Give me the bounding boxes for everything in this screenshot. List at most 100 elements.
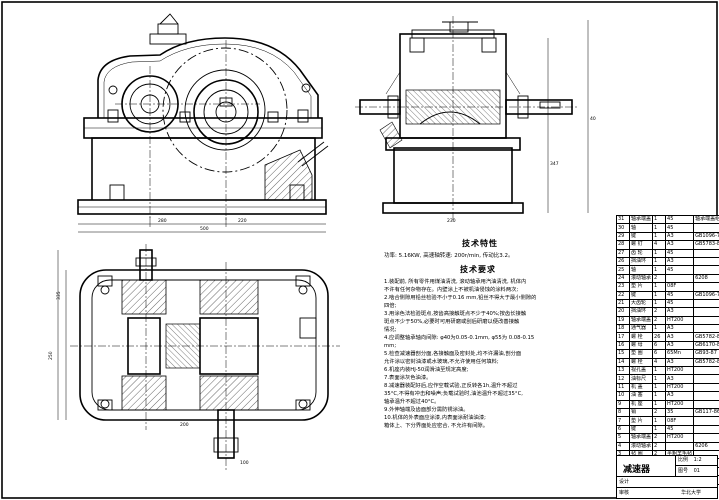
front-view [77,13,329,233]
parts-list-cell [693,324,719,334]
parts-list-cell: 65Mn [665,349,695,359]
sheet-label: 图号 [678,468,689,474]
parts-list-cell: 29 [615,231,631,242]
parts-list-cell: 24 [615,273,631,284]
parts-list-cell: 45 [665,248,695,258]
dim-side-height: 347 [550,161,559,167]
parts-list-cell: 大齿轮 [629,298,654,309]
parts-list-cell: 26 [652,332,667,342]
parts-list-cell: A3 [665,324,695,334]
dim-front-left: 280 [158,218,167,224]
dim-top-b: 250 [48,351,54,360]
requirements-list: 1.装配前, 所有零件用煤油清洗, 滚动轴承用汽油清洗, 机体内不许有任何杂物存… [384,278,596,430]
requirement-line: 8.减速器装配好后,应作空载试验,正反转各1h,温升不超过 [384,383,518,389]
parts-list-cell: 45 [665,424,695,435]
parts-list-cell: 油 塞 [629,391,654,401]
parts-list-cell: A3 [665,256,695,267]
parts-list-cell: 1 [652,416,667,426]
parts-list-cell: 45 [665,214,695,225]
parts-list-cell [693,256,719,267]
requirement-line: 不许有任何杂物存在。内壁涂上不被机油侵蚀的涂料两次; [384,287,519,293]
parts-list-cell: 08F [665,416,695,426]
requirement-line: 情况; [384,327,397,333]
parts-list-cell: 15 [615,349,631,359]
requirement-line: 5.检查减速器剖分面,各接触面及密封处,均不许漏油,剖分面 [384,351,522,357]
parts-list-cell [693,307,719,317]
parts-list-cell [693,433,719,443]
dim-side-width: 230 [447,218,456,224]
parts-list-cell: 08F [665,282,695,292]
parts-list-cell [693,265,719,275]
parts-list-cell [665,273,695,284]
parts-list-cell: 轴 [629,265,654,275]
parts-list-cell: 2 [652,273,667,284]
parts-list-cell: 1 [652,282,667,292]
parts-list-cell: 16 [615,340,631,351]
parts-list-cell: 滚动轴承 [629,441,654,451]
parts-list-row: 31轴承端盖145轴承端盖组件 [615,214,719,225]
parts-list-cell [665,441,695,451]
requirements-title: 技术要求 [460,265,496,274]
parts-list-cell: HT200 [665,433,695,443]
parts-list-cell: 机 盖 [629,382,654,393]
dim-top-a: 335 [56,291,62,300]
parts-list-cell: 垫 片 [629,416,654,426]
parts-list-cell: 20 [615,307,631,317]
parts-list-cell: GB93-87 [693,349,719,359]
parts-list-cell: 键 [629,424,654,435]
requirement-line: 2.啮合侧隙用铅丝检验不小于0.16 mm,铅丝不得大于最小侧隙的 [384,295,537,301]
parts-list-cell: 2 [652,433,667,443]
parts-list-cell: GB5783-86 [693,240,719,250]
requirement-line: 箱体上、下分界面处应密合, 不允许有间隙。 [384,423,489,429]
parts-list-cell: 螺 母 [629,340,654,351]
parts-list-cell: 轴承端盖 [629,433,654,443]
parts-list-cell: 6 [652,349,667,359]
parts-list-cell: 2 [652,441,667,451]
parts-list-cell: GB1096-79 [693,290,719,300]
requirement-line: 四倍; [384,303,397,309]
parts-list-cell: 1 [652,366,667,376]
ratio-label: 比例 [678,457,689,463]
dim-side-small: 40 [590,116,596,122]
parts-list-cell: 轴 [629,223,654,233]
parts-list-cell: GB5782-86 [693,357,719,368]
parts-list-cell: GB117-86 [693,407,719,418]
parts-list-cell: 11 [615,382,631,393]
parts-list-cell: 1 [652,248,667,258]
parts-list-cell: 1 [652,324,667,334]
parts-list-cell: HT200 [665,399,695,410]
title-block: 减速器 比例 1:2 图号 01 设计 审核 华北大学 [616,455,718,499]
parts-list-cell: 垫 片 [629,282,654,292]
parts-list-cell: 销 [629,407,654,418]
parts-list-cell: 9 [615,399,631,410]
parts-list-cell: A3 [665,231,695,242]
parts-list-cell: 6 [615,424,631,435]
parts-list-cell: 4 [652,357,667,368]
requirement-line: 轴承温升不超过40°C。 [384,399,440,405]
parts-list-cell: 4 [615,441,631,451]
parts-list-cell: GB6170-86 [693,340,719,351]
parts-list-cell [693,399,719,410]
dim-top-c: 100 [240,460,249,466]
parts-list-cell: A3 [665,332,695,342]
parts-list-cell: 13 [615,366,631,376]
parts-list: 31轴承端盖145轴承端盖组件30轴14529键1A3GB1096-7928螺 … [615,214,719,485]
parts-list-cell: 27 [615,248,631,258]
parts-list-cell: 键 [629,231,654,242]
parts-list-cell: 轴承端盖 [629,214,654,225]
dim-top-d: 200 [180,422,189,428]
school-name: 华北大学 [681,490,702,496]
parts-list-cell: 2 [652,407,667,418]
parts-list-cell: 1 [652,223,667,233]
